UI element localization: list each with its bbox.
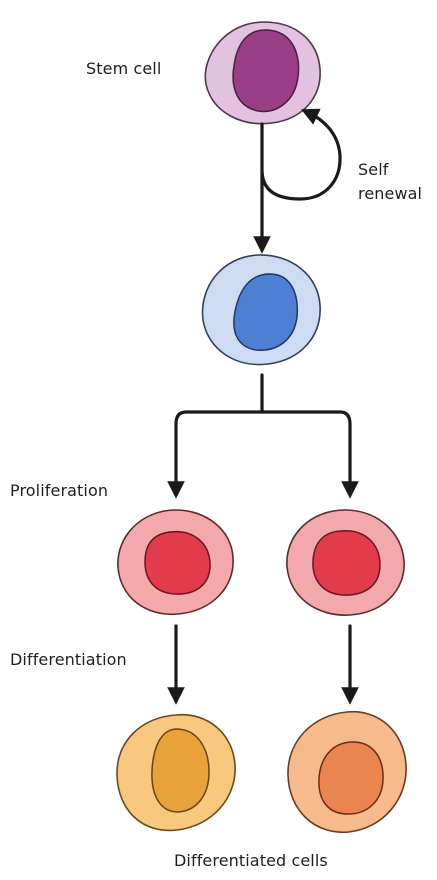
differentiated-cells-label: Differentiated cells [174, 851, 328, 870]
differentiated-cell-left-nucleus [151, 728, 210, 813]
proliferating-cell-left [117, 509, 234, 616]
proliferation-label: Proliferation [10, 481, 109, 500]
differentiated-cell-left [116, 714, 236, 832]
differentiation-label: Differentiation [10, 650, 127, 669]
stem-cell-label: Stem cell [86, 59, 162, 78]
proliferating-cell-left-nucleus [144, 530, 211, 595]
self-renewal-label-line-1: Self [358, 160, 389, 179]
proliferating-cell-right [286, 509, 405, 616]
split-arrow-right [260, 410, 359, 499]
stem-cell [204, 21, 321, 125]
progenitor-cell-nucleus [233, 273, 299, 351]
proliferating-cell-right-nucleus [312, 530, 381, 596]
self-renewal-label-line-2: renewal [358, 184, 423, 203]
differentiated-cell-right [287, 711, 407, 833]
self-renewal-arrow [260, 108, 342, 201]
differentiated-cell-right-nucleus [318, 741, 384, 815]
stem-cell-nucleus [232, 29, 300, 113]
progenitor-cell [201, 254, 321, 366]
split-arrow-left [167, 410, 264, 499]
